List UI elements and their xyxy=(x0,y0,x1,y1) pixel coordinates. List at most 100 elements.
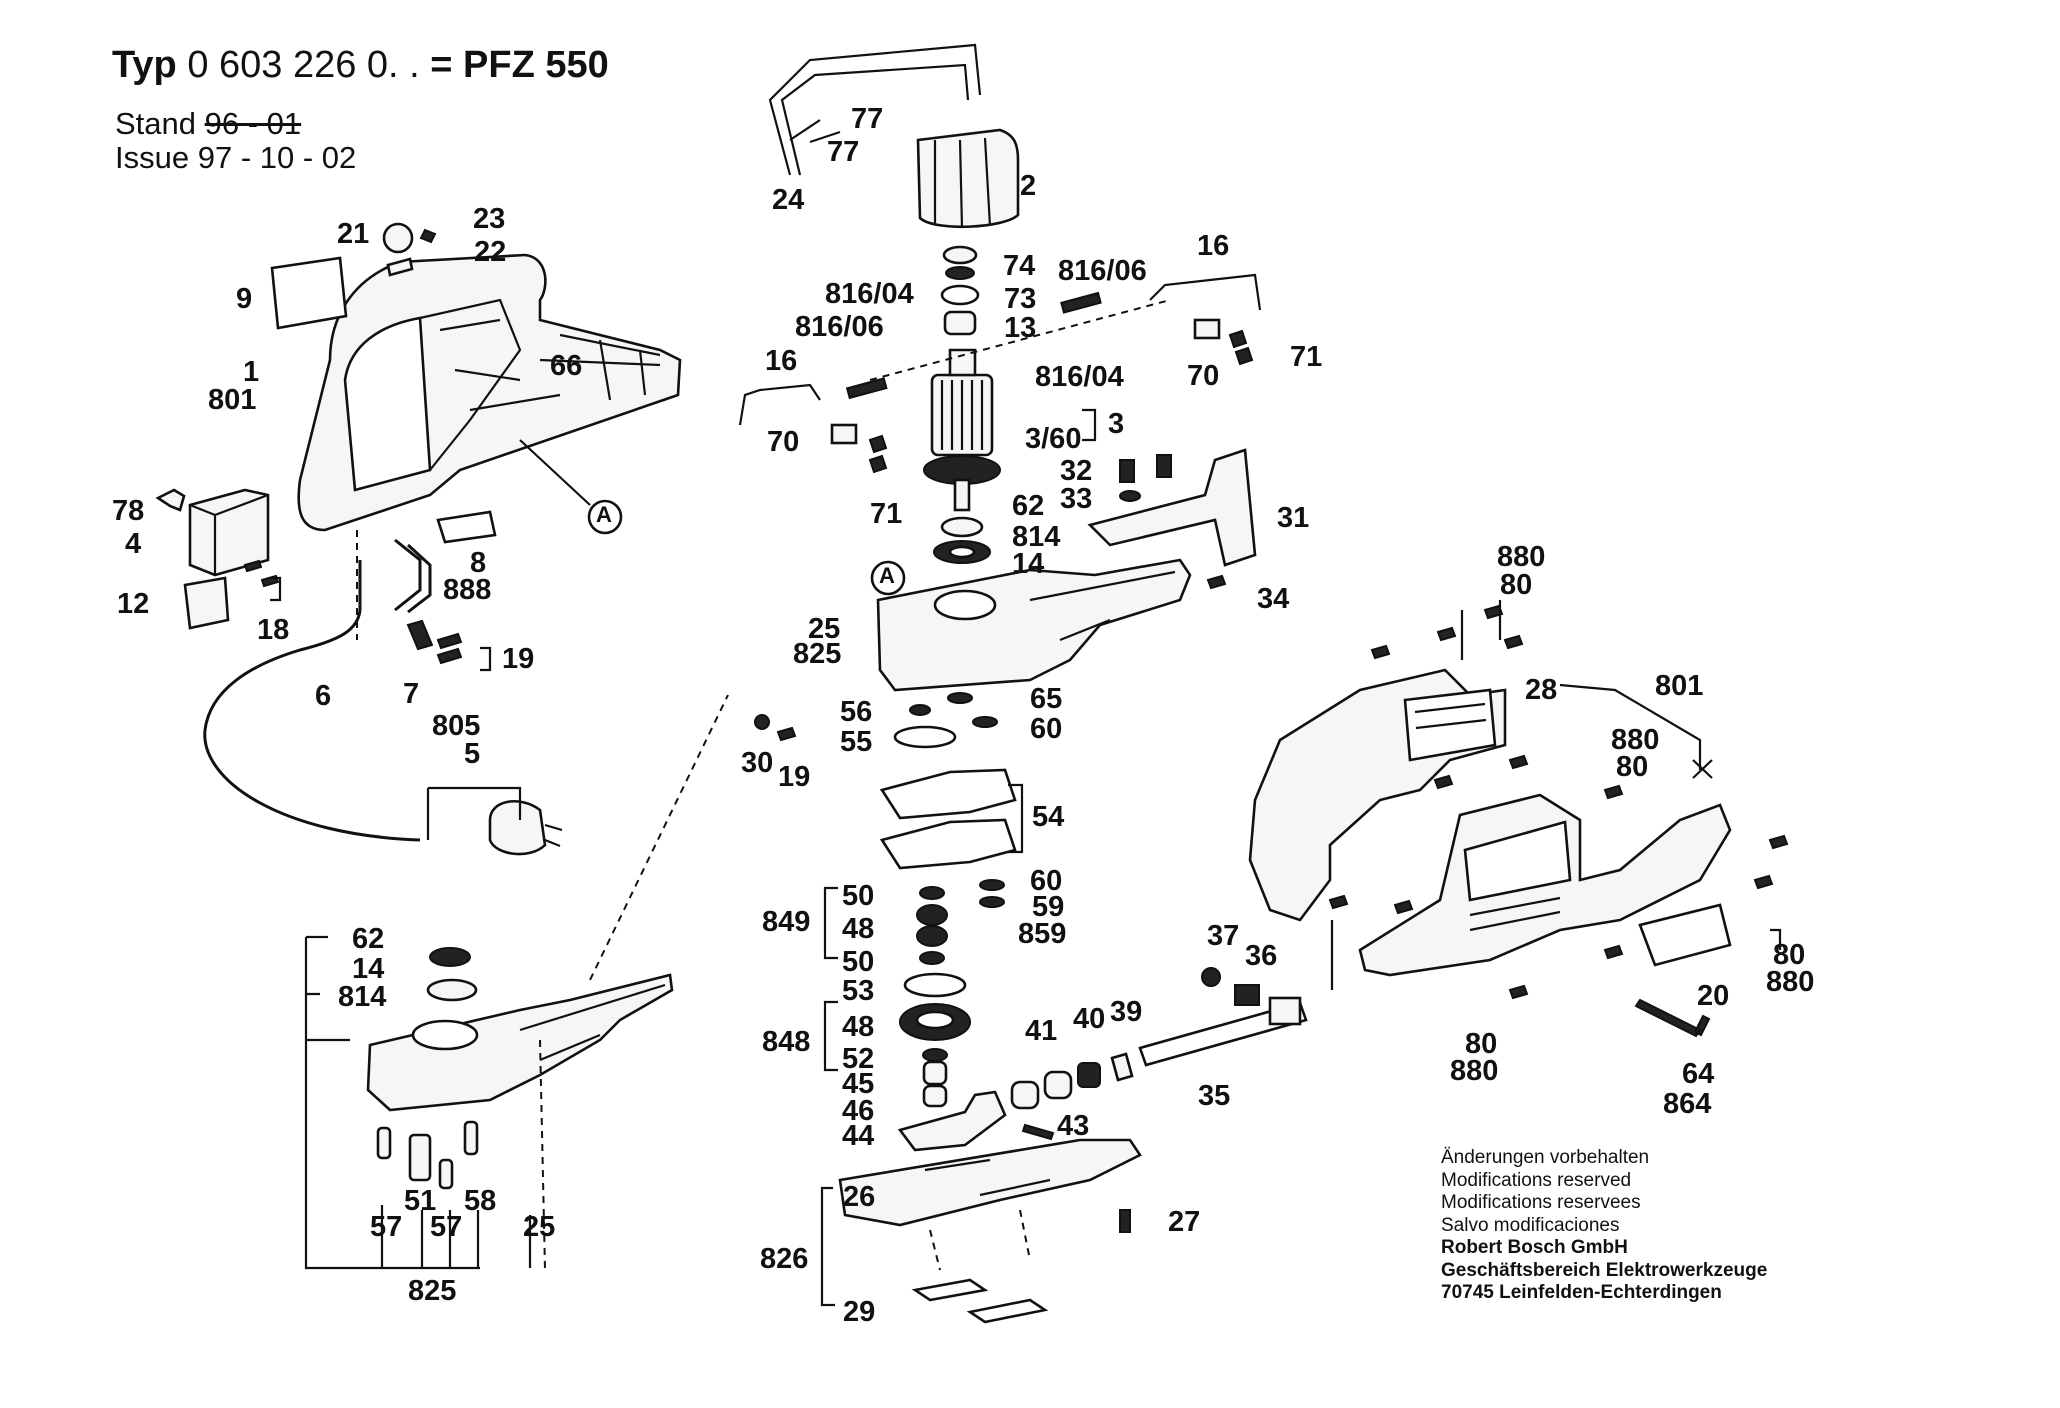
part-label: 20 xyxy=(1697,980,1730,1012)
part-73-washer xyxy=(940,284,980,306)
part-label: 888 xyxy=(443,574,492,606)
part-label: 4 xyxy=(125,528,142,560)
part-65-washer xyxy=(947,692,973,704)
part-59-washer xyxy=(979,896,1005,908)
part-label: 48 xyxy=(842,913,875,945)
part-label: 55 xyxy=(840,726,873,758)
cable-6 xyxy=(203,560,421,842)
part-label: 29 xyxy=(843,1296,876,1328)
part-label: 880 xyxy=(1450,1055,1499,1087)
part-label: 880 xyxy=(1766,966,1815,998)
part-label: 849 xyxy=(762,906,811,938)
part-label: 71 xyxy=(870,498,903,530)
part-label: 62 xyxy=(352,923,385,955)
part-34-screw xyxy=(1206,574,1227,590)
part-label: 58 xyxy=(464,1185,497,1217)
stand-line: Stand 96 - 01 xyxy=(115,106,301,142)
part-label: 19 xyxy=(502,643,535,675)
part-20-plate xyxy=(1638,903,1732,967)
part-12-capacitor xyxy=(183,576,230,630)
part-label: 78 xyxy=(112,495,145,527)
part-7-clamp xyxy=(406,619,434,651)
part-label: 73 xyxy=(1004,283,1037,315)
part-35-shaft xyxy=(1138,1001,1308,1067)
gear-housing-25 xyxy=(876,558,1192,692)
company-address: 70745 Leinfelden-Echterdingen xyxy=(1441,1282,1722,1303)
part-label: 2 xyxy=(1020,170,1037,202)
part-29-pad-b xyxy=(966,1298,1049,1324)
part-43-pin xyxy=(1021,1123,1055,1141)
part-label: 32 xyxy=(1060,455,1093,487)
part-label: 62 xyxy=(1012,490,1045,522)
note-line-fr: Modifications reservees xyxy=(1441,1192,1641,1213)
part-30-nut xyxy=(754,714,770,730)
part-label: 50 xyxy=(842,946,875,978)
part-label: 80 xyxy=(1616,751,1649,783)
part-label: 28 xyxy=(1525,674,1558,706)
typ-label: Typ xyxy=(112,44,177,86)
issue-line: Issue 97 - 10 - 02 xyxy=(115,140,356,176)
part-label: 25 xyxy=(523,1211,556,1243)
part-45-bushing xyxy=(922,1060,948,1086)
part-label: 25 xyxy=(808,613,841,645)
part-label: 54 xyxy=(1032,801,1065,833)
part-label: 65 xyxy=(1030,683,1063,715)
part-label: 70 xyxy=(1187,360,1220,392)
part-label: 18 xyxy=(257,614,290,646)
part-label: 816/06 xyxy=(795,311,884,343)
part-21-knob xyxy=(382,222,414,254)
part-55-disc xyxy=(893,725,957,749)
part-60-washer-b xyxy=(979,879,1005,891)
part-37-screw xyxy=(1201,967,1221,987)
part-label: 33 xyxy=(1060,483,1093,515)
modifications-note: Änderungen vorbehalten Modifications res… xyxy=(1441,1147,1767,1305)
part-41-bearing xyxy=(1010,1080,1040,1110)
part-label: 814 xyxy=(338,981,387,1013)
part-33-washer xyxy=(1119,490,1141,502)
note-line-es: Salvo modificaciones xyxy=(1441,1214,1620,1236)
issue-date: 97 - 10 - 02 xyxy=(197,140,357,175)
stand-label: Stand xyxy=(115,106,197,141)
part-label: 60 xyxy=(1030,865,1063,897)
part-62-ring-b xyxy=(429,947,471,967)
part-label: 814 xyxy=(1012,521,1061,553)
part-48-bearing xyxy=(916,904,948,926)
stand-old-date: 96 - 01 xyxy=(204,106,302,141)
part-label: 46 xyxy=(842,1095,875,1127)
part-label: 80 xyxy=(1500,569,1533,601)
part-label: 24 xyxy=(772,184,805,216)
circle-a-label-1: A xyxy=(596,502,612,527)
housing-shell-28 xyxy=(1248,668,1507,922)
part-label: 880 xyxy=(1497,541,1546,573)
part-label: 43 xyxy=(1057,1110,1090,1142)
part-label: 816/04 xyxy=(825,278,914,310)
part-label: 57 xyxy=(430,1211,463,1243)
part-label: 74 xyxy=(1003,250,1036,282)
model-name: = PFZ 550 xyxy=(430,44,609,86)
part-label: 80 xyxy=(1773,939,1806,971)
part-label: 30 xyxy=(741,747,774,779)
part-label: 51 xyxy=(404,1185,437,1217)
part-40-nut xyxy=(1077,1062,1101,1088)
part-70-brush-holder-right xyxy=(1193,318,1221,340)
part-54-seal-lower xyxy=(879,818,1017,870)
part-26-base-plate xyxy=(838,1138,1142,1227)
part-label: 41 xyxy=(1025,1015,1058,1047)
part-36-block xyxy=(1234,984,1260,1006)
part-label: 40 xyxy=(1073,1003,1106,1035)
part-label: 801 xyxy=(208,384,257,416)
part-52-ring xyxy=(922,1048,948,1062)
part-label: 805 xyxy=(432,710,481,742)
part-70-brush-holder-left xyxy=(830,423,858,445)
part-50-ring xyxy=(919,886,945,900)
housing-left-part xyxy=(297,253,682,532)
part-label: 37 xyxy=(1207,920,1240,952)
brush-wire-16-right xyxy=(1149,273,1262,311)
housing-shell-28-b xyxy=(1358,793,1732,977)
part-label: 1 xyxy=(243,356,260,388)
part-label: 48 xyxy=(842,1011,875,1043)
part-label: 60 xyxy=(1030,713,1063,745)
part-label: 22 xyxy=(474,236,507,268)
circle-a-label-2: A xyxy=(879,563,895,588)
part-label: 816/06 xyxy=(1058,255,1147,287)
